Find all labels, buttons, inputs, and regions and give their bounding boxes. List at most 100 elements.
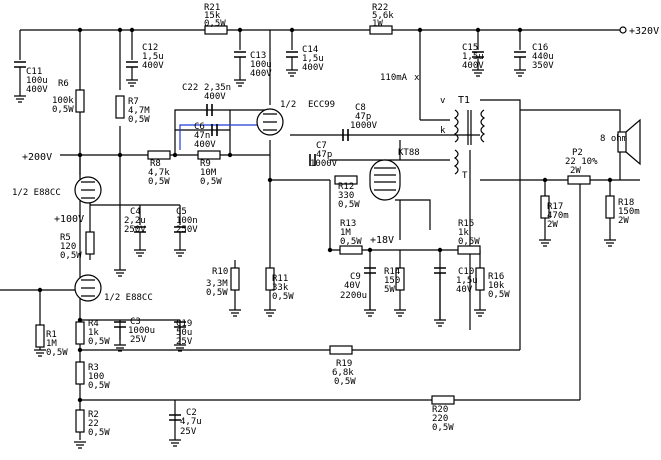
r7-rating: 0,5W xyxy=(128,115,150,125)
transformer-pin-v: v xyxy=(440,96,445,106)
r5-ref: R5 xyxy=(60,233,71,243)
c22-rating: 400V xyxy=(204,92,226,102)
c12-ref: C12 xyxy=(142,43,158,53)
coupling-wire xyxy=(179,124,260,150)
r22-ref: R22 xyxy=(372,3,388,13)
r8-value: 4,7k xyxy=(148,168,170,178)
c13-ref: C13 xyxy=(250,51,266,61)
r15-value: 1k xyxy=(458,228,469,238)
tube-ecc99-label: ECC99 xyxy=(308,100,335,110)
junctions xyxy=(37,27,613,403)
c14-ref: C14 xyxy=(302,45,318,55)
speaker-impedance: 8 ohm xyxy=(600,134,627,144)
ground-symbol xyxy=(34,349,46,357)
capacitor-C12 xyxy=(126,61,138,68)
node-200v-label: +200V xyxy=(22,152,52,163)
resistor-R7 xyxy=(115,95,125,119)
capacitor-C13 xyxy=(234,51,246,58)
r21-rating: 0,5W xyxy=(204,19,226,29)
r1-rating: 0,5W xyxy=(46,348,68,358)
c3-rating: 25V xyxy=(130,335,147,345)
capacitor-C7 xyxy=(309,154,316,166)
ground-symbol xyxy=(264,309,276,317)
ground-symbols xyxy=(14,57,616,449)
r5-rating: 0,5W xyxy=(60,251,82,261)
tube-ecc99 xyxy=(256,108,284,136)
c22-value: 2,35n xyxy=(204,83,231,93)
c7-ref: C7 xyxy=(316,141,327,151)
resistor-R8 xyxy=(147,150,171,160)
ground-symbol xyxy=(114,327,126,352)
c12-rating: 400V xyxy=(142,61,164,71)
ground-symbol xyxy=(14,67,26,103)
r17-ref: R17 xyxy=(547,202,563,212)
resistor-R20 xyxy=(431,395,455,405)
c11-rating: 400V xyxy=(26,85,48,95)
c12-value: 1,5u xyxy=(142,52,164,62)
c22-ref: C22 xyxy=(182,83,198,93)
r9-value: 10M xyxy=(200,168,217,178)
r8-ref: R8 xyxy=(150,159,161,169)
r12-value: 330 xyxy=(338,191,354,201)
c10-rating: 40V xyxy=(456,285,473,295)
tube-e88cc-bottom-label: 1/2 E88CC xyxy=(104,293,153,303)
ground-symbol xyxy=(434,273,446,327)
tube-e88cc-top-label: 1/2 E88CC xyxy=(12,188,61,198)
ground-symbol xyxy=(234,57,246,87)
c5-value: 100n xyxy=(176,216,198,226)
r3-value: 100 xyxy=(88,372,104,382)
resistor-R18 xyxy=(605,195,615,219)
c4-rating: 250V xyxy=(124,225,146,235)
r11-value: 33k xyxy=(272,283,289,293)
c16-value: 440u xyxy=(532,52,554,62)
transformer-pin-t: T xyxy=(462,171,468,181)
supply-320v-label: +320V xyxy=(629,26,659,37)
supply-terminal: +320V xyxy=(619,26,659,37)
resistor-R16 xyxy=(475,267,485,291)
r14-rating: 5W xyxy=(384,285,395,295)
c7-value: 47p xyxy=(316,150,332,160)
c10-value: 1,5u xyxy=(456,276,478,286)
c8-rating: 1000V xyxy=(350,121,378,131)
ground-symbol xyxy=(514,57,526,77)
r2-value: 22 xyxy=(88,419,99,429)
tube-e88cc-bottom xyxy=(74,274,102,302)
ground-symbol xyxy=(174,327,186,352)
c7-rating: 1000V xyxy=(310,159,338,169)
c3-value: 1000u xyxy=(128,326,155,336)
ground-symbol xyxy=(474,309,486,317)
r10-ref: R10 xyxy=(212,267,228,277)
r14-ref: R14 xyxy=(384,267,400,277)
capacitor-C14 xyxy=(286,51,298,58)
ground-symbol xyxy=(604,239,616,247)
r3-rating: 0,5W xyxy=(88,381,110,391)
r6-ref: R6 xyxy=(58,79,69,89)
ground-symbol xyxy=(134,232,146,257)
resistor-R1 xyxy=(35,324,45,348)
c15-value: 1,5u xyxy=(462,52,484,62)
r16-ref: R16 xyxy=(488,272,504,282)
c19-value: 50u xyxy=(176,328,192,338)
c8-ref: C8 xyxy=(355,103,366,113)
ground-symbol xyxy=(114,269,126,277)
ground-symbol xyxy=(286,57,298,77)
r7-ref: R7 xyxy=(128,97,139,107)
ground-symbol xyxy=(169,420,181,447)
speaker-icon: 8 ohm xyxy=(520,109,641,166)
node-100v-label: +100V xyxy=(54,214,84,225)
resistor-R3 xyxy=(75,361,85,385)
resistor-R17 xyxy=(540,195,550,219)
c5-rating: 250V xyxy=(176,225,198,235)
node-18v-label: +18V xyxy=(370,235,394,246)
resistor-R4 xyxy=(75,321,85,345)
r6-rating: 0,5W xyxy=(52,105,74,115)
c13-value: 100u xyxy=(250,60,272,70)
ground-symbol xyxy=(174,232,186,257)
resistors xyxy=(35,25,615,433)
r10-value: 3,3M xyxy=(206,279,228,289)
c3-ref: C3 xyxy=(130,317,141,327)
c9-ref: C9 xyxy=(350,272,361,282)
r21-value: 15k xyxy=(204,11,221,21)
ground-symbol xyxy=(229,309,241,317)
r19-value: 6,8k xyxy=(332,368,354,378)
